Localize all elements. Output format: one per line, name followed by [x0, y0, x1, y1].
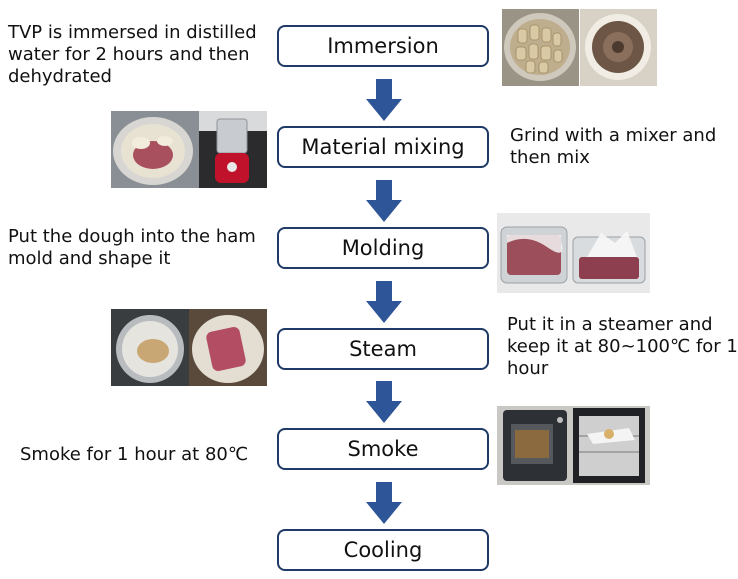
step-label: Smoke — [347, 437, 419, 461]
note-steam: Put it in a steamer and keep it at 80~10… — [507, 314, 738, 379]
photo-immersion — [502, 9, 657, 86]
step-label: Molding — [341, 236, 425, 260]
down-arrow-icon — [366, 180, 402, 222]
step-label: Steam — [349, 337, 417, 361]
step-smoke: Smoke — [277, 428, 489, 470]
step-label: Material mixing — [301, 135, 465, 159]
down-arrow-icon — [366, 482, 402, 524]
photo-smoke — [497, 406, 650, 485]
note-material-mixing: Grind with a mixer and then mix — [510, 125, 717, 168]
note-immersion: TVP is immersed in distilled water for 2… — [8, 22, 257, 87]
photo-molding — [497, 213, 650, 293]
down-arrow-icon — [366, 281, 402, 323]
step-label: Cooling — [343, 538, 423, 562]
note-molding: Put the dough into the ham mold and shap… — [8, 226, 256, 269]
photo-steam — [111, 309, 267, 386]
step-immersion: Immersion — [277, 25, 489, 67]
step-material-mixing: Material mixing — [277, 126, 489, 168]
note-smoke: Smoke for 1 hour at 80℃ — [20, 444, 249, 465]
step-label: Immersion — [327, 34, 439, 58]
photo-material-mixing — [111, 111, 267, 188]
step-molding: Molding — [277, 227, 489, 269]
step-cooling: Cooling — [277, 529, 489, 571]
down-arrow-icon — [366, 381, 402, 423]
down-arrow-icon — [366, 79, 402, 121]
step-steam: Steam — [277, 328, 489, 370]
